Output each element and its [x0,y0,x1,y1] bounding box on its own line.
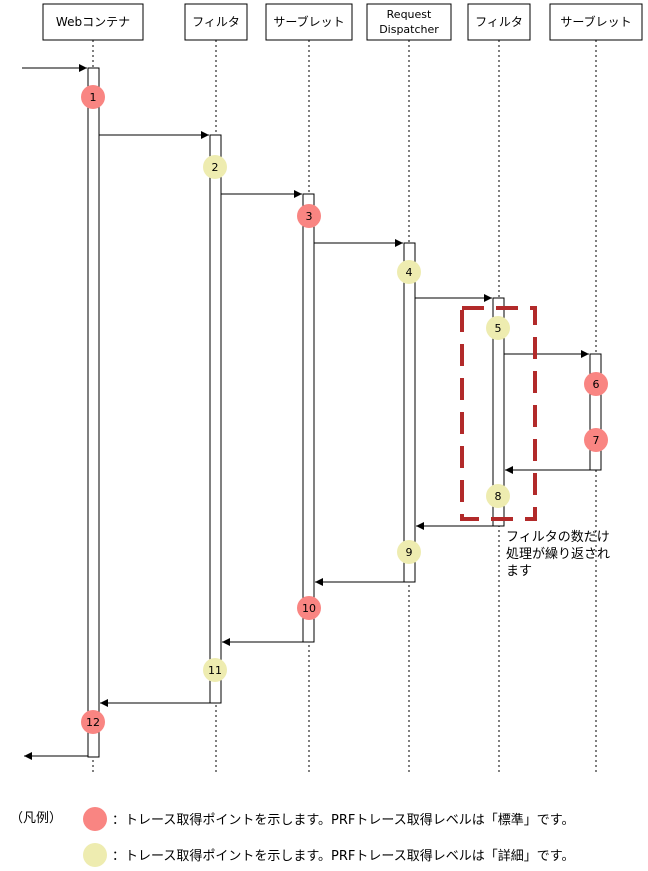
svg-text:10: 10 [302,602,316,615]
activation-web-container [87,67,100,758]
participant-headers: Webコンテナ フィルタ サーブレット Request Dispatcher フ… [42,3,643,41]
legend-swatch-standard [83,807,107,831]
activation-servlet-2 [589,353,602,471]
participant-label: フィルタ [475,15,523,29]
trace-point-1: 1 [81,85,105,109]
activation-request-dispatcher [403,242,416,583]
svg-text:6: 6 [593,378,600,391]
participant-filter-2: フィルタ [467,3,531,41]
trace-points: 1 2 3 4 5 6 7 8 9 10 11 12 [81,85,608,734]
lifelines [92,40,597,775]
activation-servlet-1 [302,193,315,643]
trace-point-4: 4 [397,260,421,284]
loop-note-line-2: 処理が繰り返され [506,547,610,562]
svg-text:7: 7 [593,434,600,447]
activation-filter-1 [209,134,222,704]
svg-text:5: 5 [495,322,502,335]
svg-text:9: 9 [406,546,413,559]
svg-text:2: 2 [212,161,219,174]
participant-label-line-1: Request [387,8,432,21]
legend-swatch-detail [83,843,107,867]
svg-text:1: 1 [90,91,97,104]
participant-label: Webコンテナ [56,15,130,29]
participant-web-container: Webコンテナ [42,3,144,41]
svg-text:12: 12 [86,716,100,729]
trace-point-7: 7 [584,428,608,452]
participant-servlet-2: サーブレット [549,3,643,41]
loop-note-line-1: フィルタの数だけ [506,530,610,545]
legend-text-detail: ：トレース取得ポイントを示します。PRFトレース取得レベルは「詳細」です。 [112,848,574,864]
legend-title: （凡例） [10,811,62,826]
participant-servlet-1: サーブレット [265,3,353,41]
legend-text-standard: ：トレース取得ポイントを示します。PRFトレース取得レベルは「標準」です。 [112,812,574,828]
trace-point-9: 9 [397,540,421,564]
trace-point-6: 6 [584,372,608,396]
activation-bars [87,67,602,758]
participant-label-line-2: Dispatcher [379,23,439,36]
svg-text:11: 11 [208,664,222,677]
participant-request-dispatcher: Request Dispatcher [366,3,452,41]
legend: （凡例） ：トレース取得ポイントを示します。PRFトレース取得レベルは「標準」で… [10,807,574,867]
svg-text:4: 4 [406,266,413,279]
loop-box [460,306,537,521]
svg-text:8: 8 [495,490,502,503]
participant-label: フィルタ [192,15,240,29]
participant-filter-1: フィルタ [184,3,248,41]
messages [22,64,590,760]
trace-point-12: 12 [81,710,105,734]
trace-point-3: 3 [297,204,321,228]
trace-point-11: 11 [203,658,227,682]
participant-label: サーブレット [273,14,344,29]
loop-note: フィルタの数だけ 処理が繰り返され ます [506,530,610,579]
loop-note-line-3: ます [506,564,532,579]
trace-point-5: 5 [486,316,510,340]
svg-text:3: 3 [306,210,313,223]
trace-point-2: 2 [203,155,227,179]
trace-point-10: 10 [297,596,321,620]
activation-filter-2 [492,297,505,527]
trace-point-8: 8 [486,484,510,508]
participant-label: サーブレット [560,14,631,29]
